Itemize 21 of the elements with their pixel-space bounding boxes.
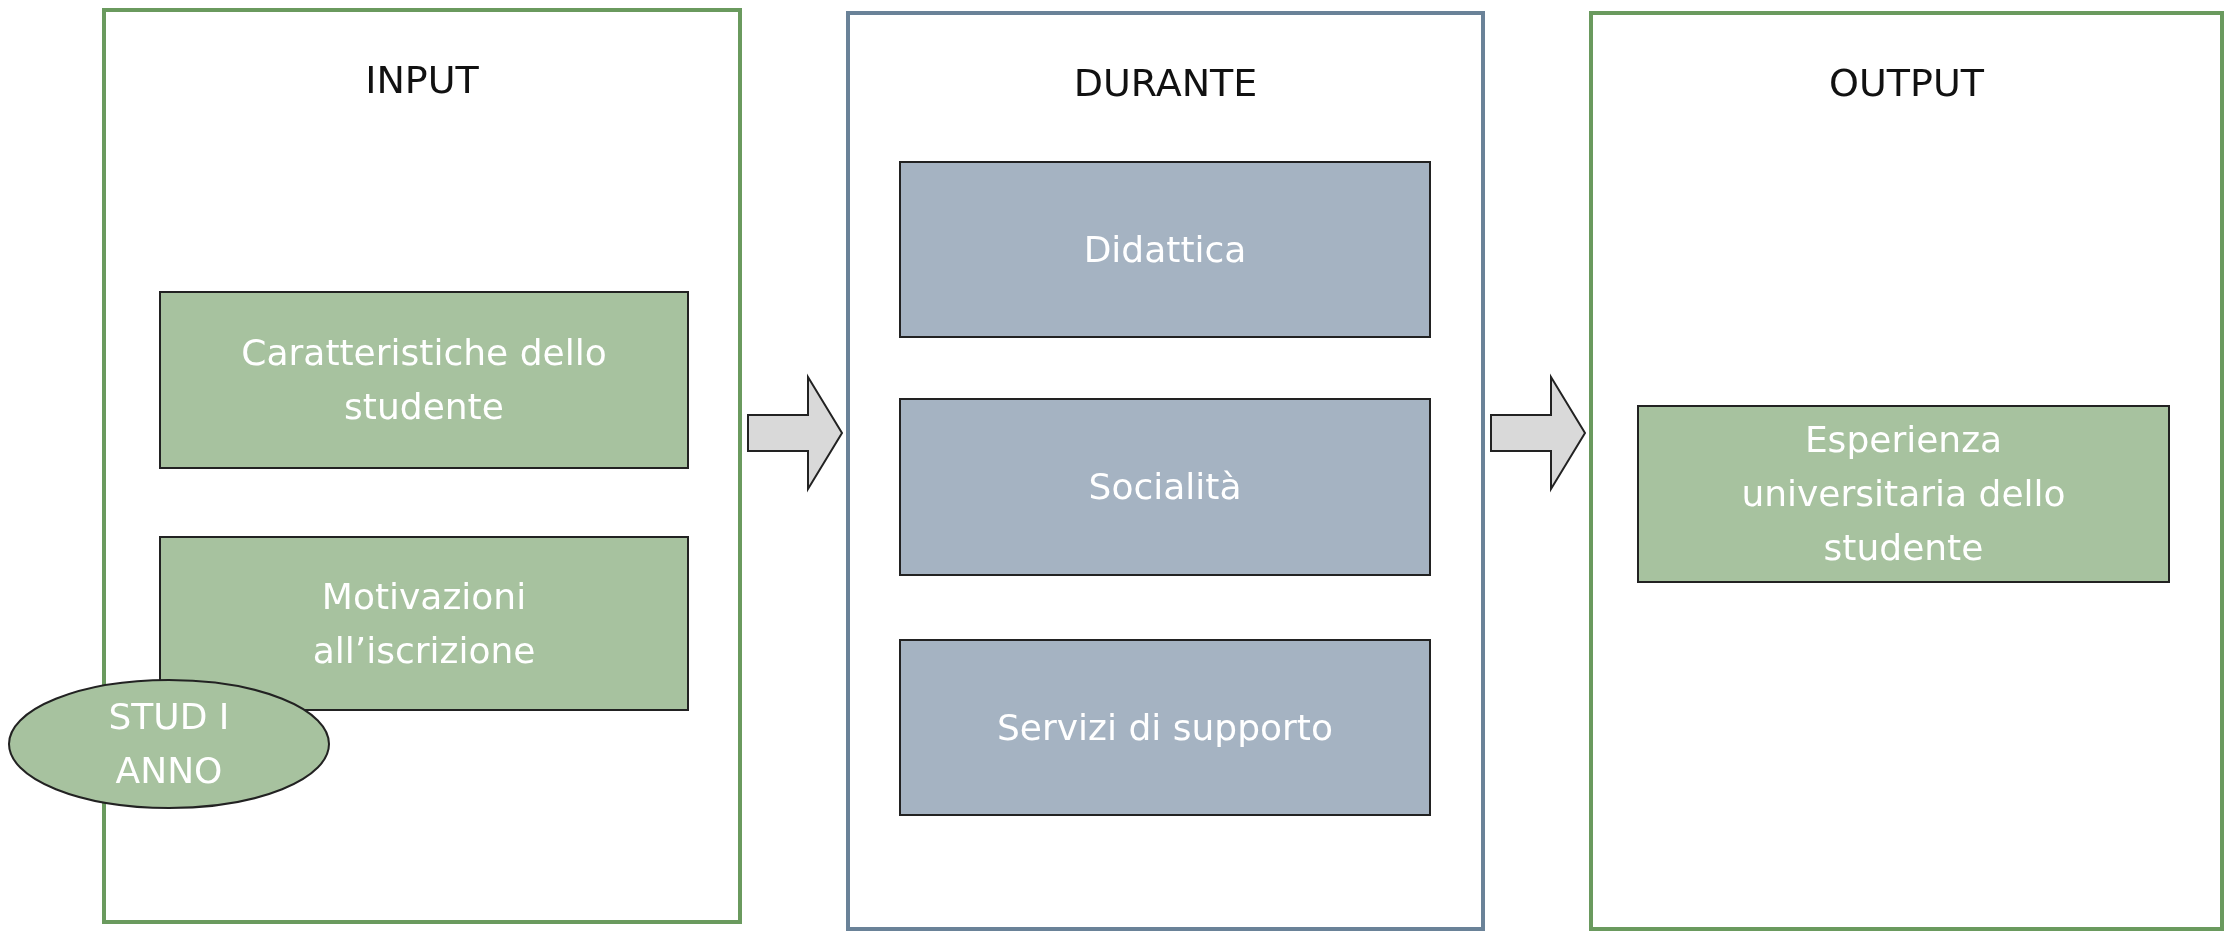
box-label: Servizi di supporto (997, 705, 1333, 750)
panel-heading: INPUT (364, 58, 480, 102)
stage-panel (1589, 11, 2224, 931)
ellipse-label: STUD I ANNO (107, 695, 231, 793)
panel-heading: DURANTE (1072, 61, 1259, 105)
stage-panel (846, 11, 1485, 931)
process-box (899, 161, 1431, 338)
box-label: Didattica (1083, 227, 1247, 272)
block-arrow (1490, 373, 1587, 493)
process-box (899, 639, 1431, 816)
panel-heading: OUTPUT (1828, 61, 1985, 105)
box-label: Esperienza universitaria dello studente (1740, 418, 2067, 570)
process-box (1637, 405, 2170, 583)
block-arrow (747, 373, 844, 493)
box-label: Caratteristiche dello studente (240, 331, 608, 429)
process-box (899, 398, 1431, 576)
label-ellipse (7, 678, 331, 810)
stage-panel (102, 8, 742, 924)
box-label: Socialità (1088, 465, 1242, 509)
process-box (159, 291, 689, 469)
box-label: Motivazioni all’iscrizione (311, 574, 537, 673)
